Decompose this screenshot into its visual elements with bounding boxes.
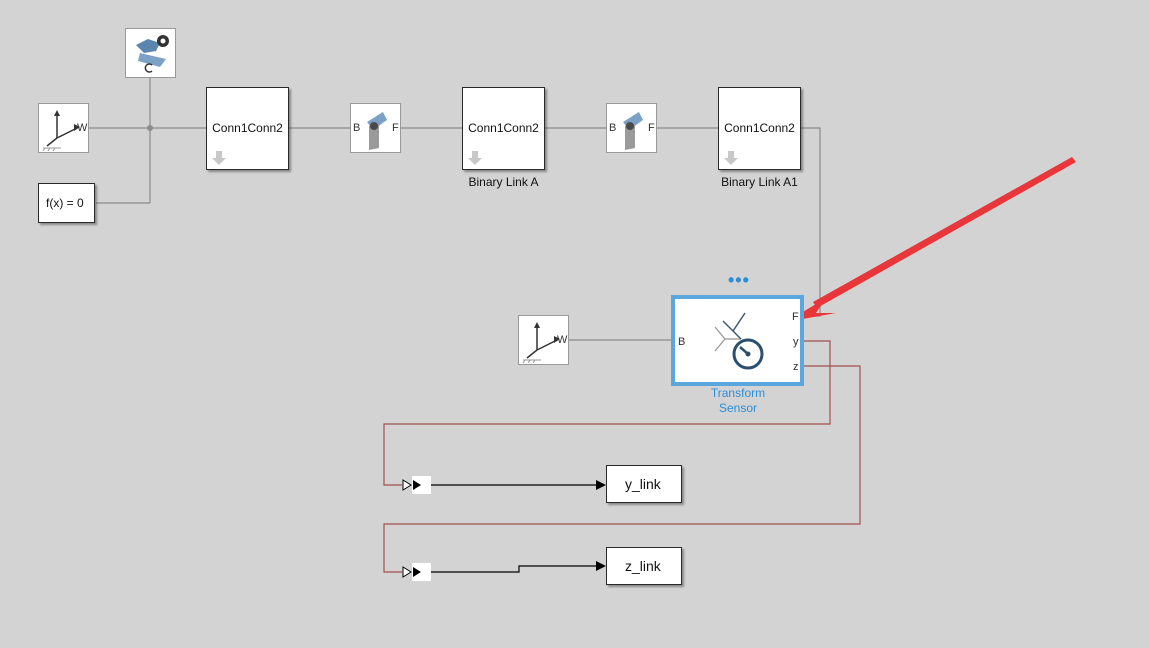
caption-line-2: Sensor <box>718 401 758 415</box>
annotation-arrow <box>786 157 1076 322</box>
conn-label: Conn1Conn2 <box>724 121 795 135</box>
fx-equals-zero-block[interactable]: f(x) = 0 <box>38 183 95 223</box>
port-b: B <box>353 122 361 134</box>
conn-block-1[interactable]: Conn1Conn2 <box>206 87 289 170</box>
world-frame-icon <box>522 322 560 364</box>
z-link-block[interactable]: z_link <box>606 547 682 585</box>
binary-link-a-caption: Binary Link A <box>468 175 539 189</box>
caption-line-1: Transform <box>710 386 766 400</box>
more-options-icon[interactable]: ••• <box>728 270 750 290</box>
fx-label: f(x) = 0 <box>46 196 84 210</box>
conn-label: Conn1Conn2 <box>468 121 539 135</box>
world-frame-block-1[interactable]: W <box>38 103 89 153</box>
world-frame-icon <box>42 110 80 152</box>
binary-link-a-block[interactable]: Conn1Conn2 <box>462 87 545 170</box>
port-b: B <box>678 336 686 348</box>
arrow-down-icon <box>468 151 482 165</box>
revolute-joint-icon <box>367 112 387 150</box>
revolute-joint-icon <box>623 112 643 150</box>
line-sensor-y <box>383 340 831 486</box>
solver-config-block[interactable] <box>125 28 176 78</box>
port-z: z <box>793 361 799 373</box>
arrow-down-icon <box>212 151 226 165</box>
port-y: y <box>793 336 799 348</box>
world-frame-block-2[interactable]: W <box>518 315 569 365</box>
port-f: F <box>392 122 399 134</box>
port-f: F <box>792 311 799 323</box>
port-f: F <box>648 122 655 134</box>
signal-conversion-y <box>402 476 431 494</box>
junction-dot <box>147 125 153 131</box>
signal-conversion-z <box>402 563 431 581</box>
y-link-block[interactable]: y_link <box>606 465 682 503</box>
y-link-label: y_link <box>625 476 661 492</box>
line-sensor-z <box>383 365 861 573</box>
transform-sensor-icon <box>714 312 764 370</box>
line-conn3-to-sensor-f <box>800 127 821 317</box>
conn-label: Conn1Conn2 <box>212 121 283 135</box>
binary-link-a1-block[interactable]: Conn1Conn2 <box>718 87 801 170</box>
z-link-label: z_link <box>625 558 661 574</box>
transform-sensor-caption: Transform Sensor <box>688 386 788 416</box>
arrow-down-icon <box>724 151 738 165</box>
revolute-joint-2[interactable]: B F <box>606 103 657 153</box>
binary-link-a1-caption: Binary Link A1 <box>721 175 798 189</box>
port-b: B <box>609 122 617 134</box>
world-port-label: W <box>77 122 88 134</box>
world-port-label: W <box>557 334 568 346</box>
solver-config-icon <box>136 35 169 73</box>
revolute-joint-1[interactable]: B F <box>350 103 401 153</box>
transform-sensor-block[interactable]: B F y z <box>671 295 804 386</box>
